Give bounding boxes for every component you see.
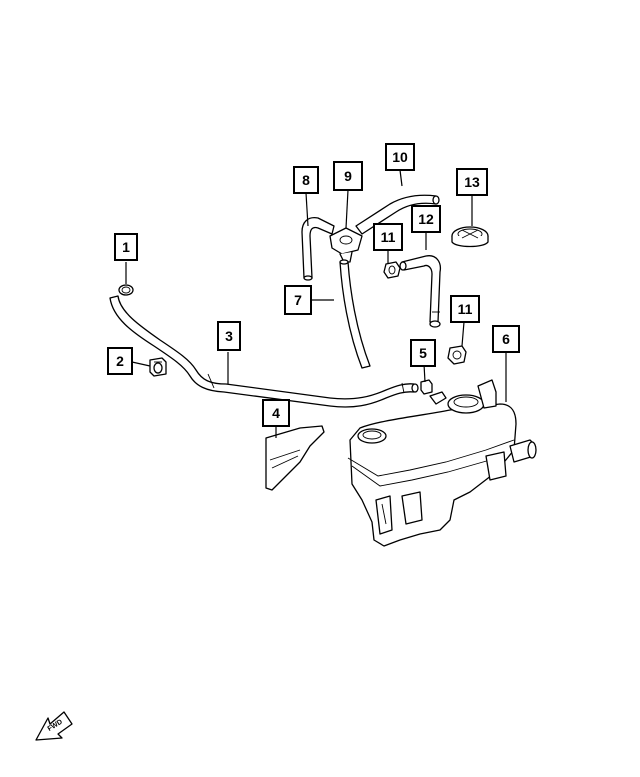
callout-11-lower[interactable]: 11 <box>450 295 480 323</box>
callout-13[interactable]: 13 <box>456 168 488 196</box>
callout-7[interactable]: 7 <box>284 285 312 315</box>
callout-11-lower-label: 11 <box>458 301 473 317</box>
part-6-coolant-reservoir[interactable] <box>347 379 537 547</box>
callout-6-label: 6 <box>502 331 510 347</box>
callout-7-label: 7 <box>294 292 302 308</box>
callout-4[interactable]: 4 <box>262 399 290 427</box>
part-1-hose-clamp[interactable] <box>118 284 134 296</box>
callout-13-label: 13 <box>464 174 480 190</box>
callout-9-label: 9 <box>344 168 352 184</box>
callout-8-label: 8 <box>302 172 310 188</box>
part-4-heat-shield[interactable] <box>265 425 325 491</box>
callout-11-upper-label: 11 <box>381 229 396 245</box>
part-11-clamp-upper[interactable] <box>383 261 401 279</box>
callout-3-label: 3 <box>225 328 233 344</box>
callout-10[interactable]: 10 <box>385 143 415 171</box>
callout-1-label: 1 <box>122 239 130 255</box>
part-12-elbow-hose[interactable] <box>399 255 442 328</box>
callout-2-label: 2 <box>116 353 124 369</box>
callout-5-label: 5 <box>419 345 427 361</box>
part-7-hose[interactable] <box>339 259 371 369</box>
callout-1[interactable]: 1 <box>114 233 138 261</box>
callout-10-label: 10 <box>392 149 408 165</box>
callout-8[interactable]: 8 <box>293 166 319 194</box>
callout-3[interactable]: 3 <box>217 321 241 351</box>
callout-2[interactable]: 2 <box>107 347 133 375</box>
part-3-coolant-hose[interactable] <box>109 295 419 408</box>
callout-6[interactable]: 6 <box>492 325 520 353</box>
front-direction-arrow-icon: FWD <box>35 711 73 741</box>
callout-9[interactable]: 9 <box>333 161 363 191</box>
callout-11-upper[interactable]: 11 <box>373 223 403 251</box>
callout-12-label: 12 <box>418 211 434 227</box>
part-13-pressure-cap[interactable] <box>451 226 489 248</box>
callout-4-label: 4 <box>272 405 280 421</box>
part-11-clamp-lower[interactable] <box>447 345 467 365</box>
part-5-connector[interactable] <box>420 379 433 395</box>
part-2-clamp[interactable] <box>149 357 167 377</box>
callout-5[interactable]: 5 <box>410 339 436 367</box>
part-8-hose[interactable] <box>301 216 335 281</box>
part-9-fitting[interactable] <box>329 227 363 263</box>
callout-12[interactable]: 12 <box>411 205 441 233</box>
